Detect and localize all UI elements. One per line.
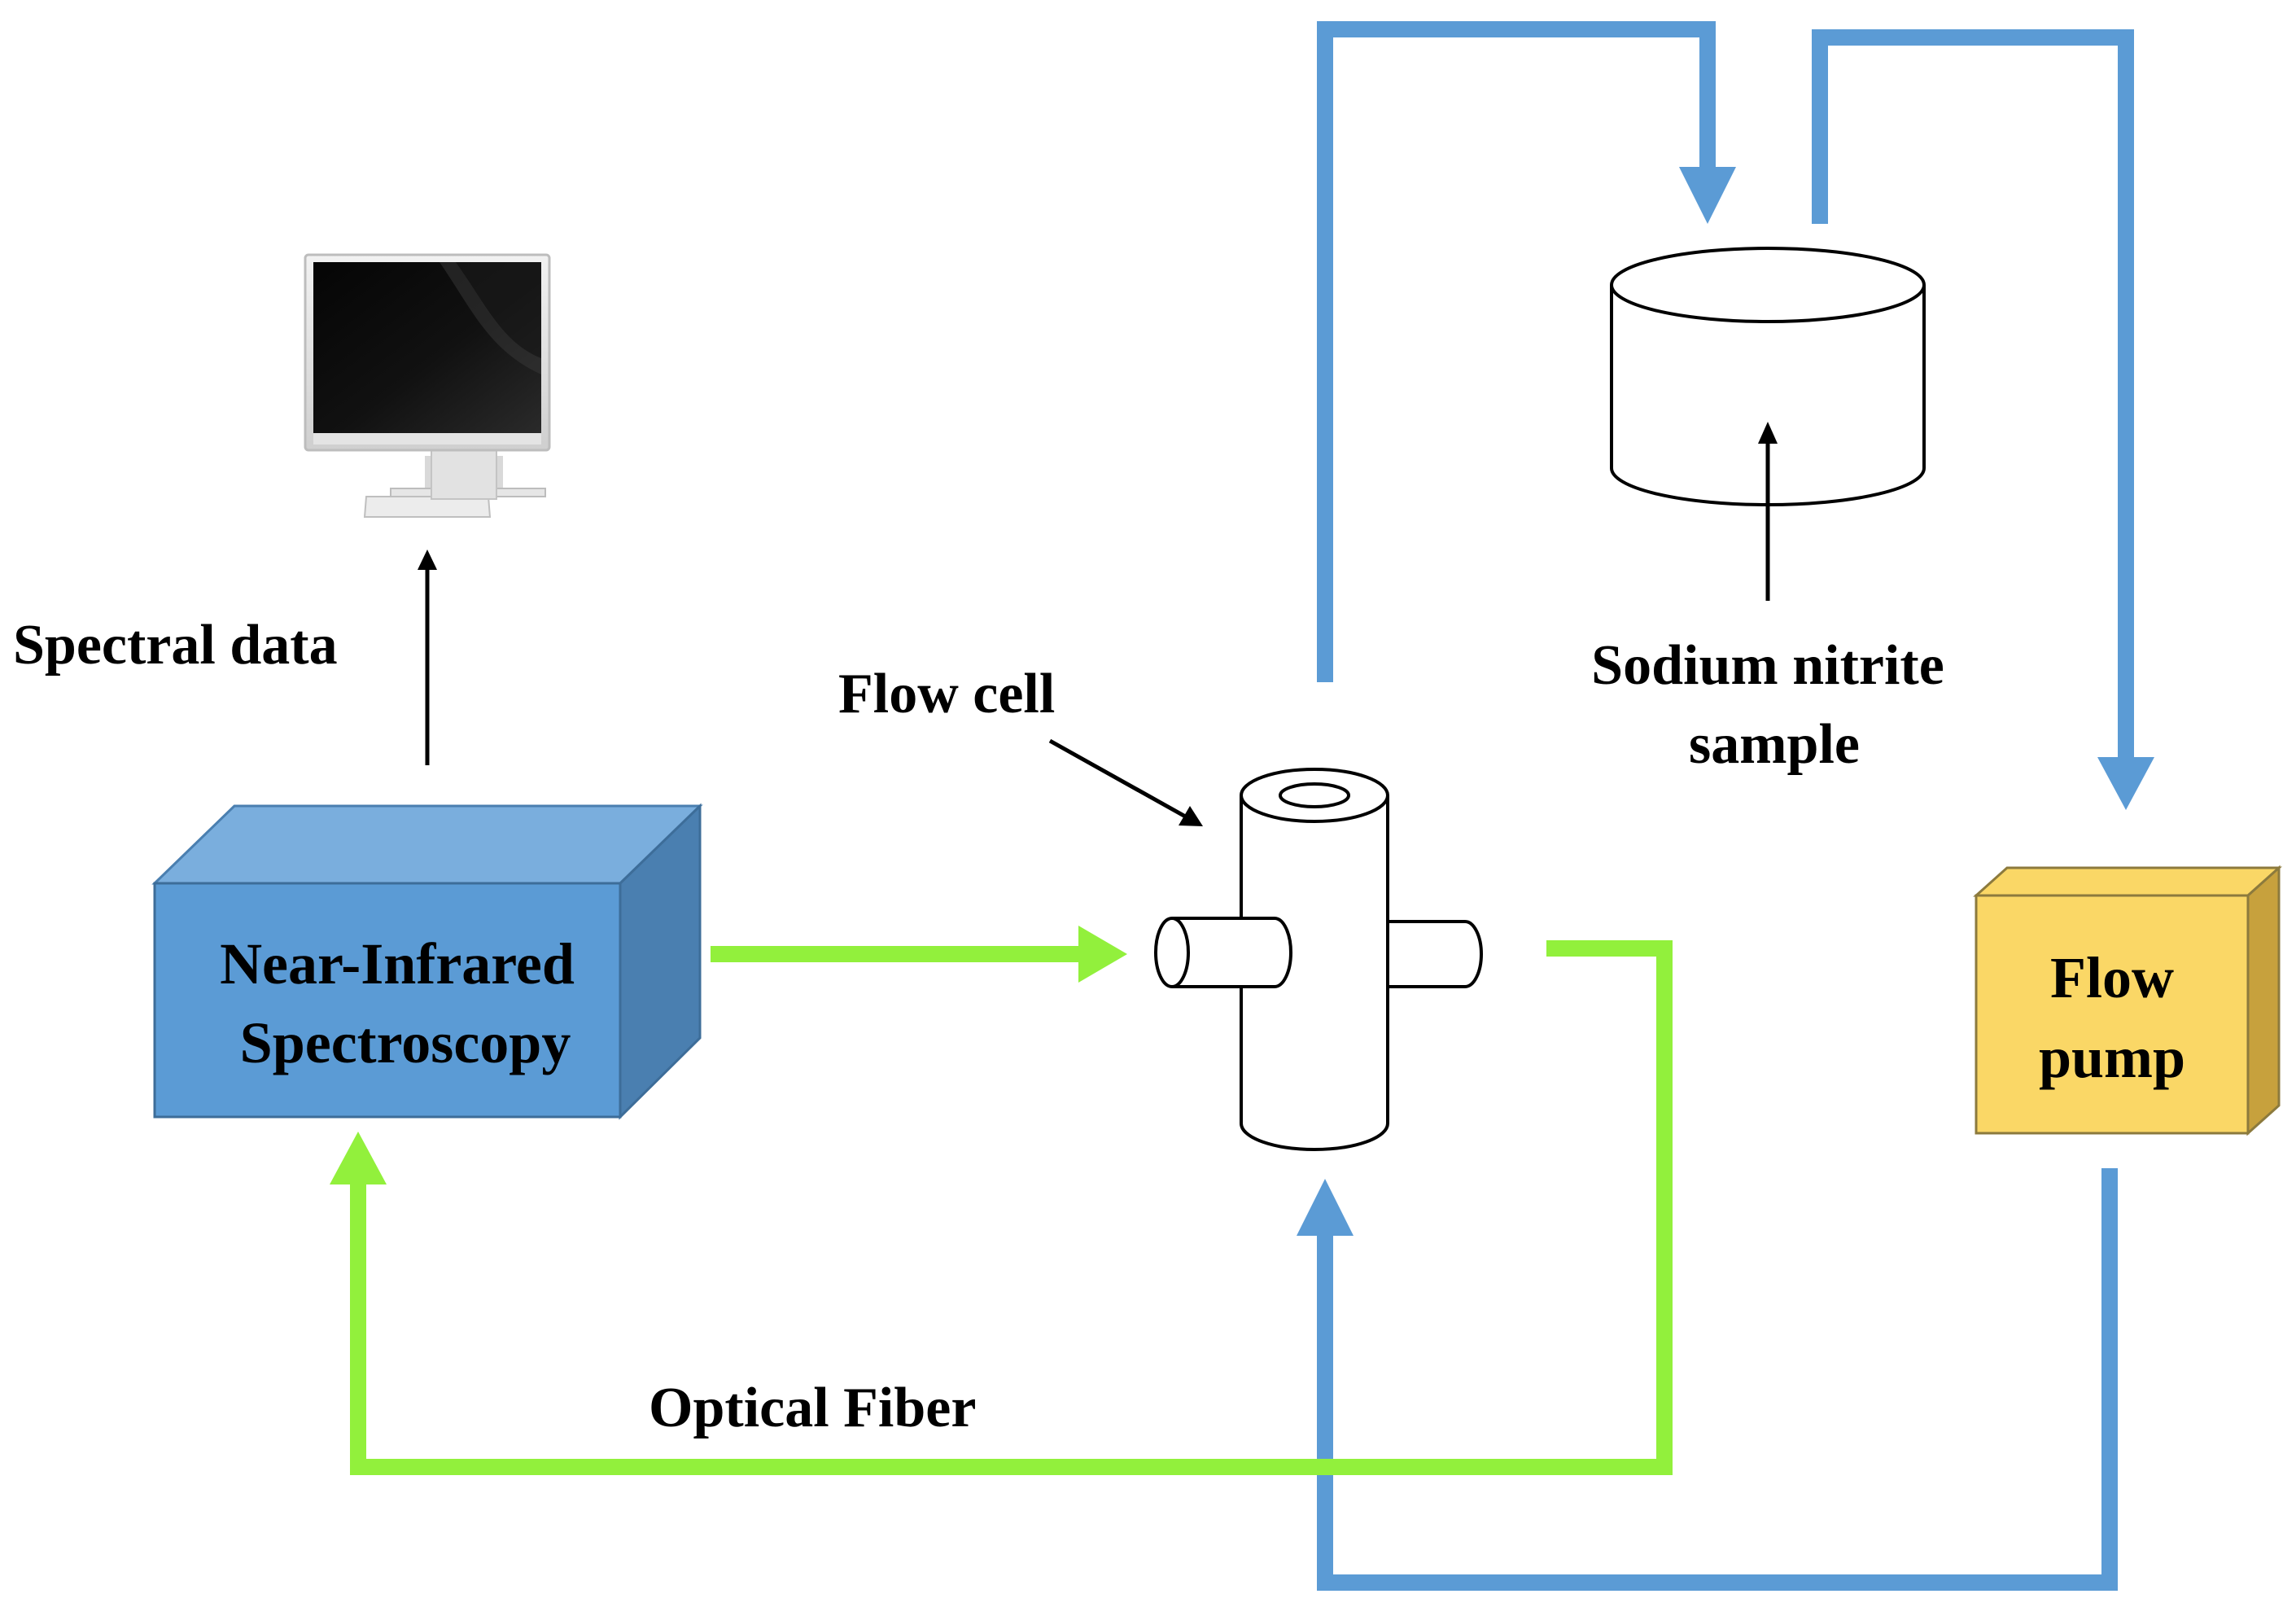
spectral-data-label: Spectral data [13,614,338,677]
nir-box-top [151,804,703,885]
fluid-lines [1317,21,2134,1591]
fluid-line-pump-to-cell [1317,1168,2118,1591]
sodium-nitrite-label-line1: Sodium nitrite [1591,634,1944,697]
nir-box-front [153,882,622,1119]
optical-line-cell-to-nir [350,940,1673,1475]
pump-box-top [1973,866,2282,897]
spectral-data-arrow [418,550,437,765]
flow-cell-icon [1154,768,1483,1151]
pump-box-front [1975,894,2250,1135]
fluid-line-sample-to-pump [1812,29,2134,757]
monitor-icon [304,253,551,518]
flow-cell-label: Flow cell [838,663,1055,725]
optical-fiber-label: Optical Fiber [649,1377,976,1439]
arrowhead-into-sample [1679,167,1736,224]
nir-box-label-line1: Near-Infrared [220,931,575,996]
arrowhead-into-cell-left [1078,926,1127,983]
sodium-sample-arrow [1758,422,1778,601]
cylinder-container-icon [1610,247,1926,506]
pump-box-label-line1: Flow [2050,945,2174,1010]
optical-fiber-lines [350,940,1673,1475]
flow-pump-box: Flow pump [1973,865,2282,1136]
pump-box-side [2246,865,2281,1136]
sodium-nitrite-label-line2: sample [1689,713,1860,776]
arrowhead-into-cell-bottom [1297,1179,1354,1236]
pump-box-label-line2: pump [2039,1025,2185,1090]
fluid-arrowheads [1297,167,2154,1236]
flow-cell-pointer-arrow [1048,738,1203,826]
optical-arrowheads [330,926,1127,1184]
arrowhead-into-nir [330,1132,387,1184]
nir-box-label-line2: Spectroscopy [240,1010,571,1075]
arrowhead-into-pump [2097,757,2154,810]
nir-spectroscopy-box: Near-Infrared Spectroscopy [151,803,703,1120]
fluid-line-cell-to-sample [1317,21,1716,682]
